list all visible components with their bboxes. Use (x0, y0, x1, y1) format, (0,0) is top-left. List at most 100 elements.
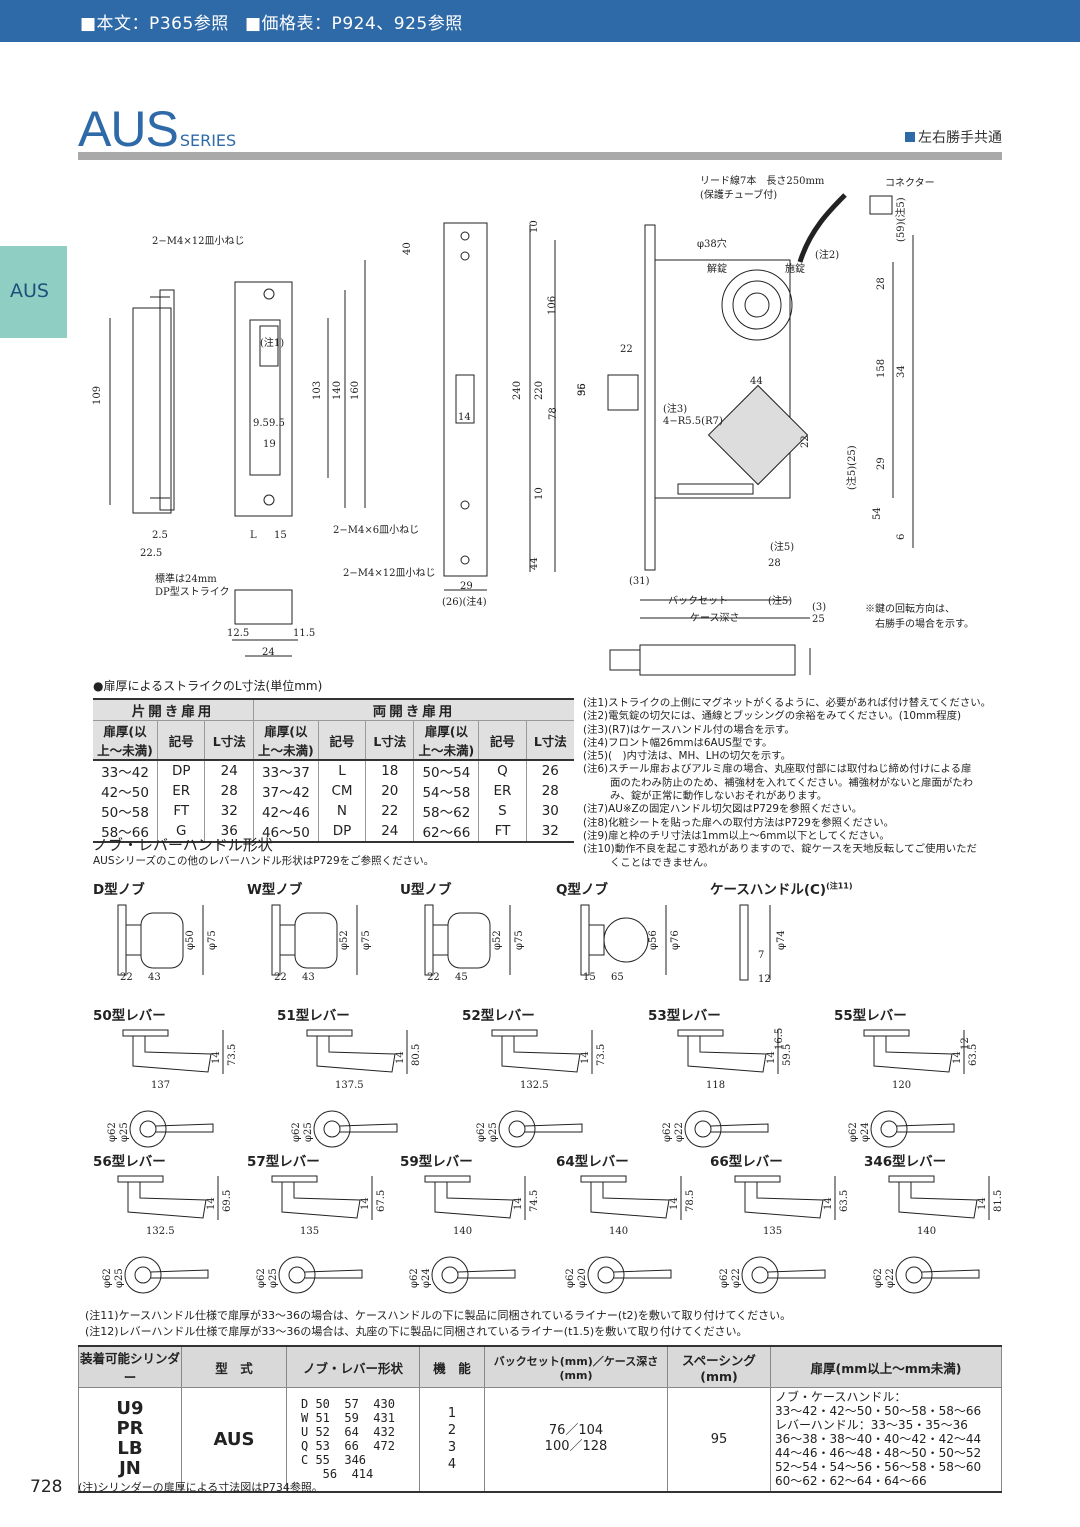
spec-col-thickness: 扉厚(mm以上〜mm未満) (770, 1345, 1002, 1388)
double-header: 両開き扉用 (253, 698, 574, 721)
lever-dia2: φ22 (674, 1122, 685, 1142)
lbl-std1: 標準は24mm (155, 572, 217, 585)
strike-cell: S (478, 801, 527, 821)
dimension-label: 24 (262, 647, 275, 658)
strike-cell: 33〜42 (93, 759, 158, 781)
dimension-label: 240 (512, 381, 523, 400)
dimension-label: 44 (750, 376, 763, 387)
lever-dia2: φ25 (303, 1122, 314, 1142)
lever-length: 137.5 (335, 1080, 364, 1091)
knob-shape (271, 904, 358, 976)
strike-cell: 50〜54 (413, 759, 479, 781)
note-line: (注10)動作不良を起こす恐れがありますので、錠ケースを天地反転してご使用いただ (583, 843, 977, 856)
spec-model: AUS (181, 1387, 287, 1493)
dimension-label: L (250, 530, 257, 541)
strike-cell: 54〜58 (413, 781, 479, 801)
lever-dia1: φ62 (719, 1268, 730, 1288)
dimension-label: (3) (812, 602, 826, 613)
knob-dimension: φ52 (339, 930, 350, 950)
strike-cell: 28 (204, 781, 254, 801)
backset-item: 76／104 (548, 1423, 604, 1439)
thickness-item: レバーハンドル：33〜35・35〜36 (775, 1418, 968, 1433)
lever-length: 137 (151, 1080, 170, 1091)
lever-shape (117, 1175, 219, 1294)
lever-height2: 80.5 (411, 1044, 422, 1066)
knob-label: ケースハンドル(C)(注11) (710, 881, 853, 899)
lever-height3: 12 (960, 1037, 971, 1050)
note-line: (注3)(R7)はケースハンドル付の場合を示す。 (583, 723, 795, 736)
lever-dia2: φ25 (119, 1122, 130, 1142)
side-tab[interactable]: AUS (0, 246, 67, 338)
spec-shapes: D 50 57 430 W 51 59 431 U 52 64 432 Q 53… (286, 1387, 420, 1493)
lever-shape (863, 1029, 965, 1148)
note-line: (注1)ストライクの上側にマグネットがくるように、必要があれば付け替えてください… (583, 697, 991, 709)
lever-dia1: φ62 (409, 1268, 420, 1288)
spec-col-cylinder: 装着可能シリンダー (78, 1345, 182, 1388)
lever-length: 132.5 (520, 1080, 549, 1091)
strike-cell: 28 (525, 781, 574, 801)
spec-col-shape: ノブ・レバー形状 (286, 1345, 420, 1388)
lever-shape (580, 1175, 682, 1294)
thickness-item: 36〜38・38〜40・40〜42・42〜44 (775, 1432, 982, 1447)
knob-shape (117, 904, 204, 976)
note-line: (注7)AU※Zの固定ハンドル切欠図はP729を参照ください。 (583, 803, 863, 816)
knob-dimension: φ50 (185, 930, 196, 950)
strike-cell: 32 (204, 801, 254, 821)
strike-cell: FT (478, 821, 527, 843)
lever-height2: 59.5 (782, 1044, 793, 1066)
dimension-label: 6 (896, 534, 907, 540)
strike-cell: 22 (365, 801, 414, 821)
knob-dimension: φ75 (361, 930, 372, 950)
lever-dia1: φ62 (565, 1268, 576, 1288)
single-header: 片開き扉用 (93, 698, 254, 721)
knob-shape (739, 904, 771, 981)
lbl-note1: (注1) (260, 336, 284, 349)
lever-height2: 69.5 (222, 1190, 233, 1212)
function-item: 3 (447, 1440, 457, 1456)
col-l: L寸法 (525, 720, 574, 761)
lever-dia1: φ62 (291, 1122, 302, 1142)
footnote-11: (注11)ケースハンドル仕様で扉厚が33〜36の場合は、ケースハンドルの下に製品… (85, 1309, 792, 1322)
knob-dimension: φ56 (648, 930, 659, 950)
knob-dimension: 22 (274, 972, 287, 983)
dimension-label: 220 (534, 381, 545, 400)
strike-cell: 36 (204, 821, 254, 843)
lbl-lead: リード線7本 長さ250mm (700, 174, 825, 187)
lever-height2: 67.5 (376, 1190, 387, 1212)
col-code: 記号 (156, 720, 205, 761)
lever-dia1: φ62 (102, 1268, 113, 1288)
dimension-label: 22 (800, 435, 811, 448)
dimension-label: 158 (876, 359, 887, 378)
dimension-label: 44 (529, 557, 540, 570)
lever-label: 56型レバー (93, 1154, 166, 1170)
strike-table-title: ●扉厚によるストライクのL寸法(単位mm) (93, 679, 323, 693)
note-line: (注8)化粧シートを貼った扉への取付方法はP729を参照ください。 (583, 816, 894, 829)
lever-height1: 14 (360, 1197, 371, 1210)
col-code: 記号 (317, 720, 366, 761)
lever-dia2: φ22 (885, 1268, 896, 1288)
note-line: (注5)( )内寸法は、MH、LHの切欠を示す。 (583, 750, 792, 763)
strike-cell: 50〜58 (101, 805, 149, 821)
bottom-note: (注)シリンダーの扉厚による寸法図はP734参照。 (78, 1481, 323, 1494)
lbl-tube: (保護チューブ付) (700, 188, 777, 201)
lever-length: 118 (706, 1080, 725, 1091)
strike-cell: DP (317, 821, 366, 843)
knob-dimension: φ74 (776, 930, 787, 950)
lever-length: 135 (300, 1226, 319, 1237)
spec-col-backset: バックセット(mm)／ケース深さ(mm) (484, 1345, 668, 1388)
thickness-item: 52〜54・54〜56・56〜58・58〜60 (775, 1460, 982, 1475)
lever-dia1: φ62 (873, 1268, 884, 1288)
strike-cell: ER (156, 781, 205, 801)
strike-cell: 30 (525, 801, 574, 821)
lever-length: 135 (763, 1226, 782, 1237)
note-line: くことはできません。 (610, 856, 714, 869)
strike-cell: 33〜37 (253, 759, 319, 781)
lbl-backset: バックセット (668, 595, 728, 607)
lever-shape (424, 1175, 526, 1294)
strike-cell: 42〜50 (101, 785, 149, 801)
